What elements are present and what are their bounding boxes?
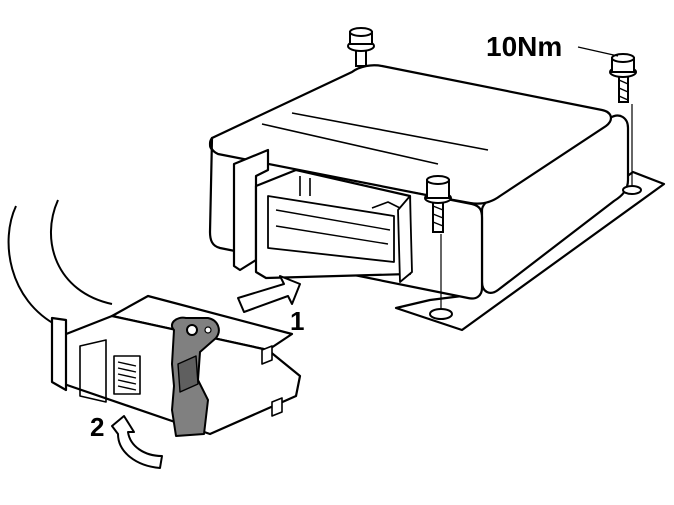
bolt-top-right: [609, 53, 637, 190]
wiring-harness: [7, 199, 113, 327]
locking-lever: [170, 316, 220, 437]
latch-spring: [113, 355, 141, 395]
flange-hole-front: [429, 308, 453, 320]
flange-hole-right: [622, 185, 642, 195]
step-2-label: 2: [90, 412, 104, 442]
torque-label: 10Nm: [486, 31, 562, 62]
step-1-label: 1: [290, 306, 304, 336]
bolt-top-left: [347, 27, 375, 67]
bolt-front: [424, 175, 452, 312]
arrow-rotate-lever: [111, 415, 163, 469]
arrow-insert: [237, 275, 301, 313]
mounting-bolts: [347, 27, 642, 320]
torque-leader-line: [577, 46, 619, 57]
control-module: [208, 64, 666, 332]
